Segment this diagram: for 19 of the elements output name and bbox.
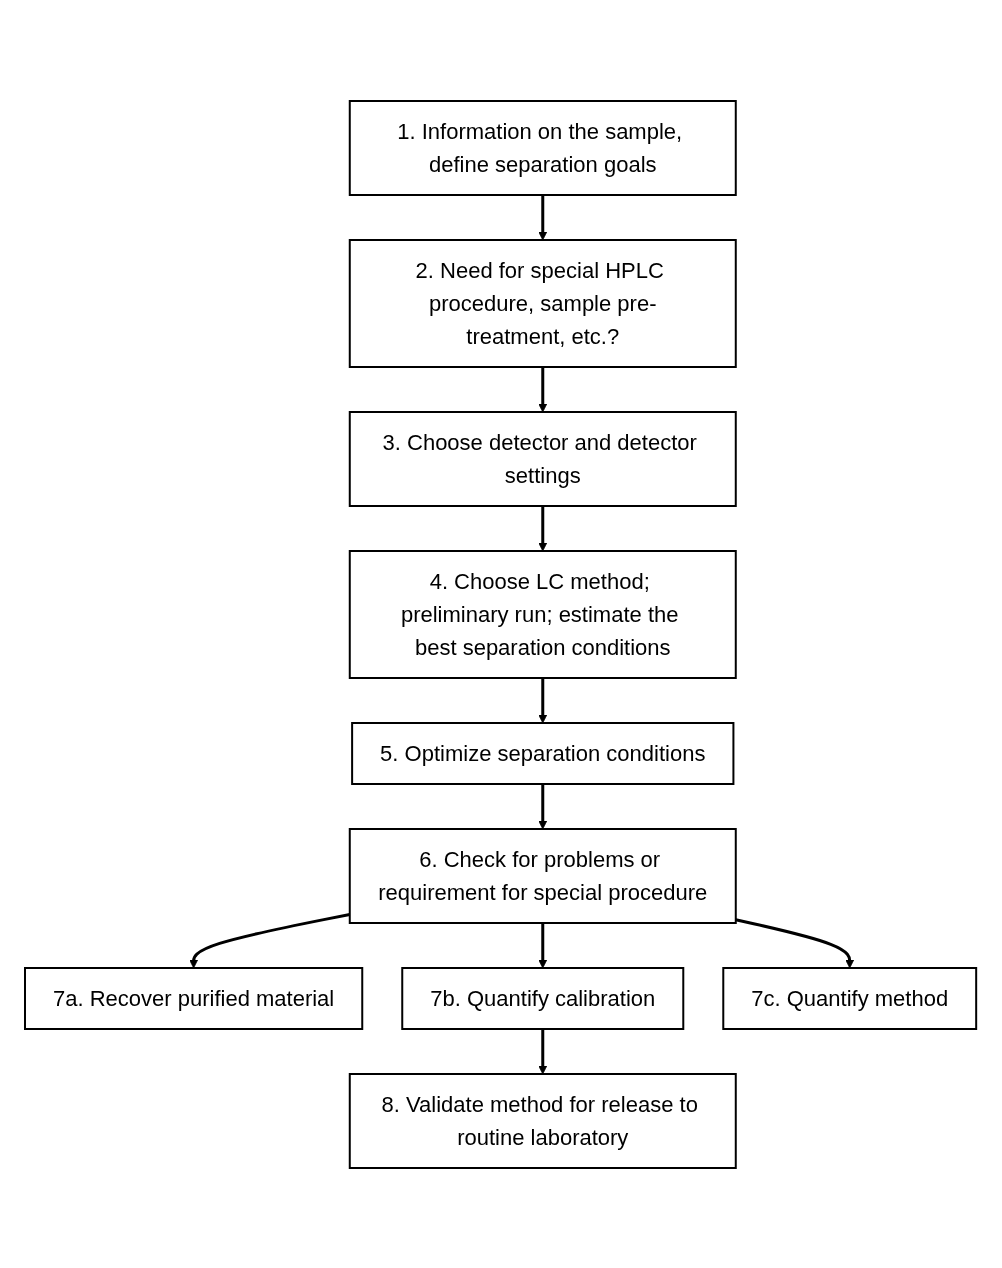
node-box: 7a. Recover purified material: [24, 966, 364, 1030]
arrow: [538, 783, 548, 829]
node-box: 3. Choose detector and detector settings: [349, 410, 738, 507]
node-box: 6. Check for problems or requirement for special procedure: [349, 827, 738, 924]
arrow: [538, 366, 548, 412]
arrow: [538, 194, 548, 240]
arrow: [538, 922, 548, 968]
arrow: [538, 677, 548, 723]
node-box: 2. Need for special HPLC procedure, sample pre-treatment, etc.?: [349, 238, 738, 368]
node-box: 4. Choose LC method; preliminary run; estimate the best separation conditions: [349, 549, 738, 679]
arrow: [538, 1028, 548, 1074]
arrow: [538, 505, 548, 551]
arrow: [735, 917, 855, 968]
node-box: 7c. Quantify method: [722, 966, 978, 1030]
arrow: [189, 912, 351, 968]
node-box: 5. Optimize separation conditions: [351, 721, 735, 785]
node-box: 1. Information on the sample, define separation goals: [349, 99, 738, 196]
node-box: 8. Validate method for release to routine laboratory: [349, 1072, 738, 1169]
node-box: 7b. Quantify calibration: [401, 966, 685, 1030]
